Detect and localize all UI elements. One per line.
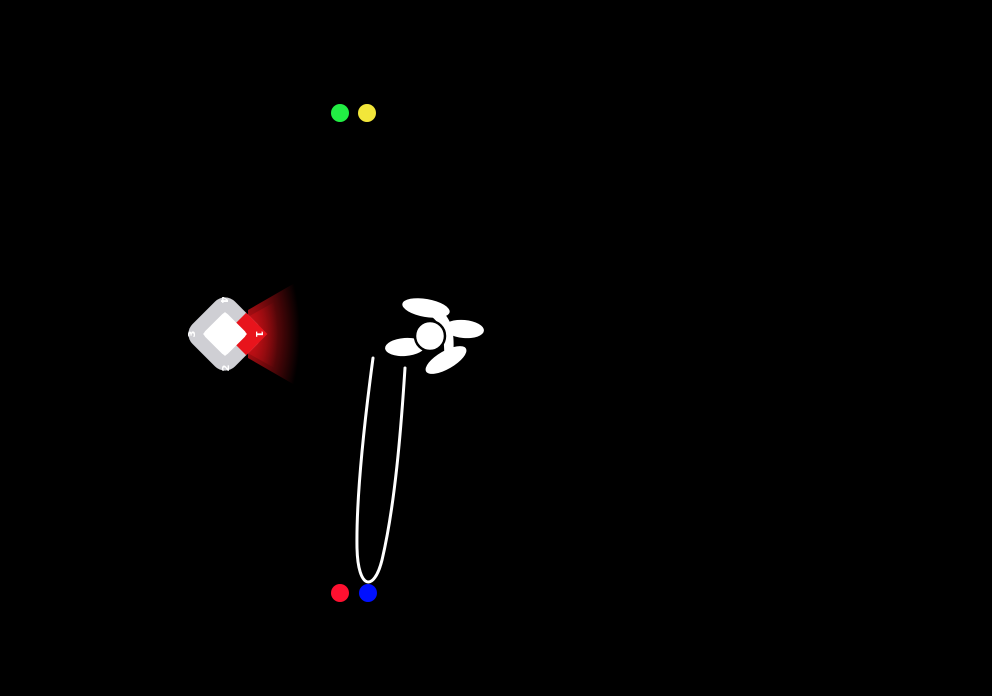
spinner-blade-right	[444, 319, 484, 339]
propeller-fan-icon[interactable]	[384, 295, 484, 379]
diamond-active-inner-cover	[203, 312, 247, 356]
red-target-dot[interactable]	[331, 584, 349, 602]
target-dots-bottom	[331, 584, 377, 602]
spinner-hub	[413, 319, 447, 353]
player-diamond[interactable]: 1 2 3 4	[183, 280, 300, 388]
green-target-dot[interactable]	[331, 104, 349, 122]
blue-target-dot[interactable]	[359, 584, 377, 602]
quadrant-label-1: 1	[253, 331, 264, 338]
spinner-blade-left	[385, 337, 425, 357]
quadrant-label-3: 3	[187, 330, 198, 337]
target-dots-top	[331, 104, 376, 122]
quadrant-label-4: 4	[218, 297, 229, 304]
spinner-trail	[355, 356, 407, 584]
yellow-target-dot[interactable]	[358, 104, 376, 122]
spinner-arm	[420, 306, 454, 366]
quadrant-label-2: 2	[221, 364, 232, 371]
